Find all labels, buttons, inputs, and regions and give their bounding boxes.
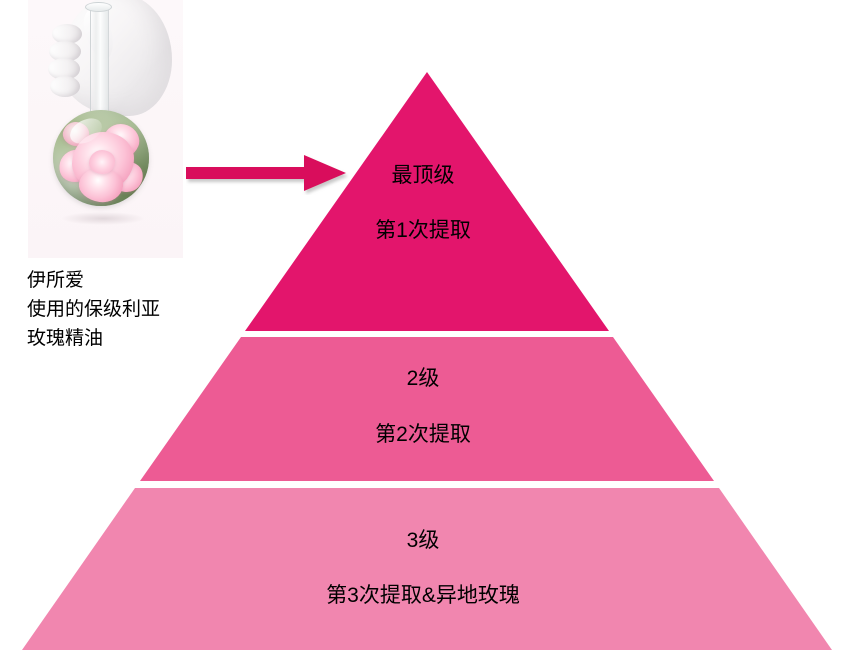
finger-4 — [50, 76, 80, 97]
pyramid-tier-middle-shape — [140, 337, 714, 481]
finger-1 — [52, 24, 82, 44]
tier-top-label: 最顶级 — [391, 164, 455, 187]
flask-bulb — [53, 110, 149, 206]
arrow-pointing-right — [186, 153, 350, 195]
pyramid-tier-bottom-shape — [22, 488, 832, 650]
tier-top-sublabel: 第1次提取 — [375, 219, 471, 242]
tier-bottom-label: 3级 — [406, 529, 440, 552]
flask-lip — [85, 2, 112, 12]
hand-illustration — [60, 0, 172, 116]
rose-center — [89, 150, 115, 174]
photo-drop-shadow — [62, 212, 144, 225]
flask-neck — [90, 6, 109, 118]
finger-2 — [49, 41, 81, 62]
rose-oil-flask-photo — [28, 0, 183, 258]
tier-middle-sublabel: 第2次提取 — [375, 423, 471, 446]
photo-caption: 伊所爱 使用的保级利亚 玫瑰精油 — [27, 270, 161, 349]
tier-bottom-sublabel: 第3次提取&异地玫瑰 — [326, 584, 520, 607]
pyramid-tier-top-shape — [245, 72, 609, 331]
tier-middle-label: 2级 — [406, 367, 440, 390]
finger-3 — [48, 58, 80, 80]
